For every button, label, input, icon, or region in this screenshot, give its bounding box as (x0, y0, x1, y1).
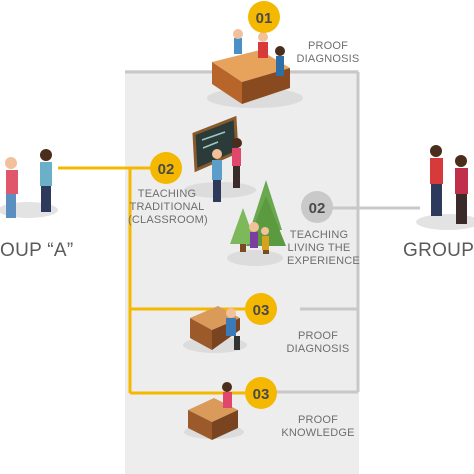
badge-03-diagnosis-number: 03 (253, 302, 270, 319)
step-02-traditional-line3: (CLASSROOM) (128, 214, 208, 226)
step-03-diagnosis-line2: DIAGNOSIS (286, 343, 350, 355)
step-02-experience-label: TEACHING LIVING THE EXPERIENCE (287, 229, 360, 268)
classroom-illustration (184, 115, 256, 202)
badge-02-experience-number: 02 (309, 200, 326, 217)
step-02-traditional-line1: TEACHING (137, 188, 197, 200)
step-02-experience-line2: LIVING THE (287, 242, 351, 254)
step-01-label: PROOF DIAGNOSIS (296, 40, 360, 66)
badge-01: 01 (248, 1, 280, 33)
badge-03-diagnosis: 03 (245, 293, 277, 325)
step-02-traditional-label: TEACHING TRADITIONAL (CLASSROOM) (128, 188, 208, 227)
step-03-knowledge-line2: KNOWLEDGE (281, 427, 355, 439)
office-desk-illustration (183, 306, 247, 353)
badge-02-traditional: 02 (150, 152, 182, 184)
badge-01-number: 01 (256, 10, 273, 27)
badge-03-knowledge: 03 (245, 377, 277, 409)
group-a-label: OUP “A” (0, 240, 74, 261)
step-03-knowledge-label: PROOF KNOWLEDGE (280, 414, 356, 440)
step-01-label-line1: PROOF (307, 40, 349, 52)
badge-03-knowledge-number: 03 (253, 386, 270, 403)
center-panel (125, 70, 359, 474)
badge-02-experience: 02 (301, 191, 333, 223)
step-02-experience-line3: EXPERIENCE (287, 255, 360, 267)
writing-desk-illustration (184, 382, 244, 440)
group-b-illustration (416, 145, 474, 230)
group-a-illustration (0, 149, 58, 218)
trees-illustration (227, 180, 286, 266)
badge-02-traditional-number: 02 (158, 161, 175, 178)
step-03-diagnosis-line1: PROOF (297, 330, 339, 342)
step-03-diagnosis-label: PROOF DIAGNOSIS (286, 330, 350, 356)
step-03-knowledge-line1: PROOF (297, 414, 339, 426)
group-b-label: GROUP “ (403, 240, 474, 261)
step-01-label-line2: DIAGNOSIS (296, 53, 360, 65)
step-02-experience-line1: TEACHING (289, 229, 349, 241)
step-02-traditional-line2: TRADITIONAL (129, 201, 205, 213)
reception-desk-illustration (207, 29, 303, 108)
